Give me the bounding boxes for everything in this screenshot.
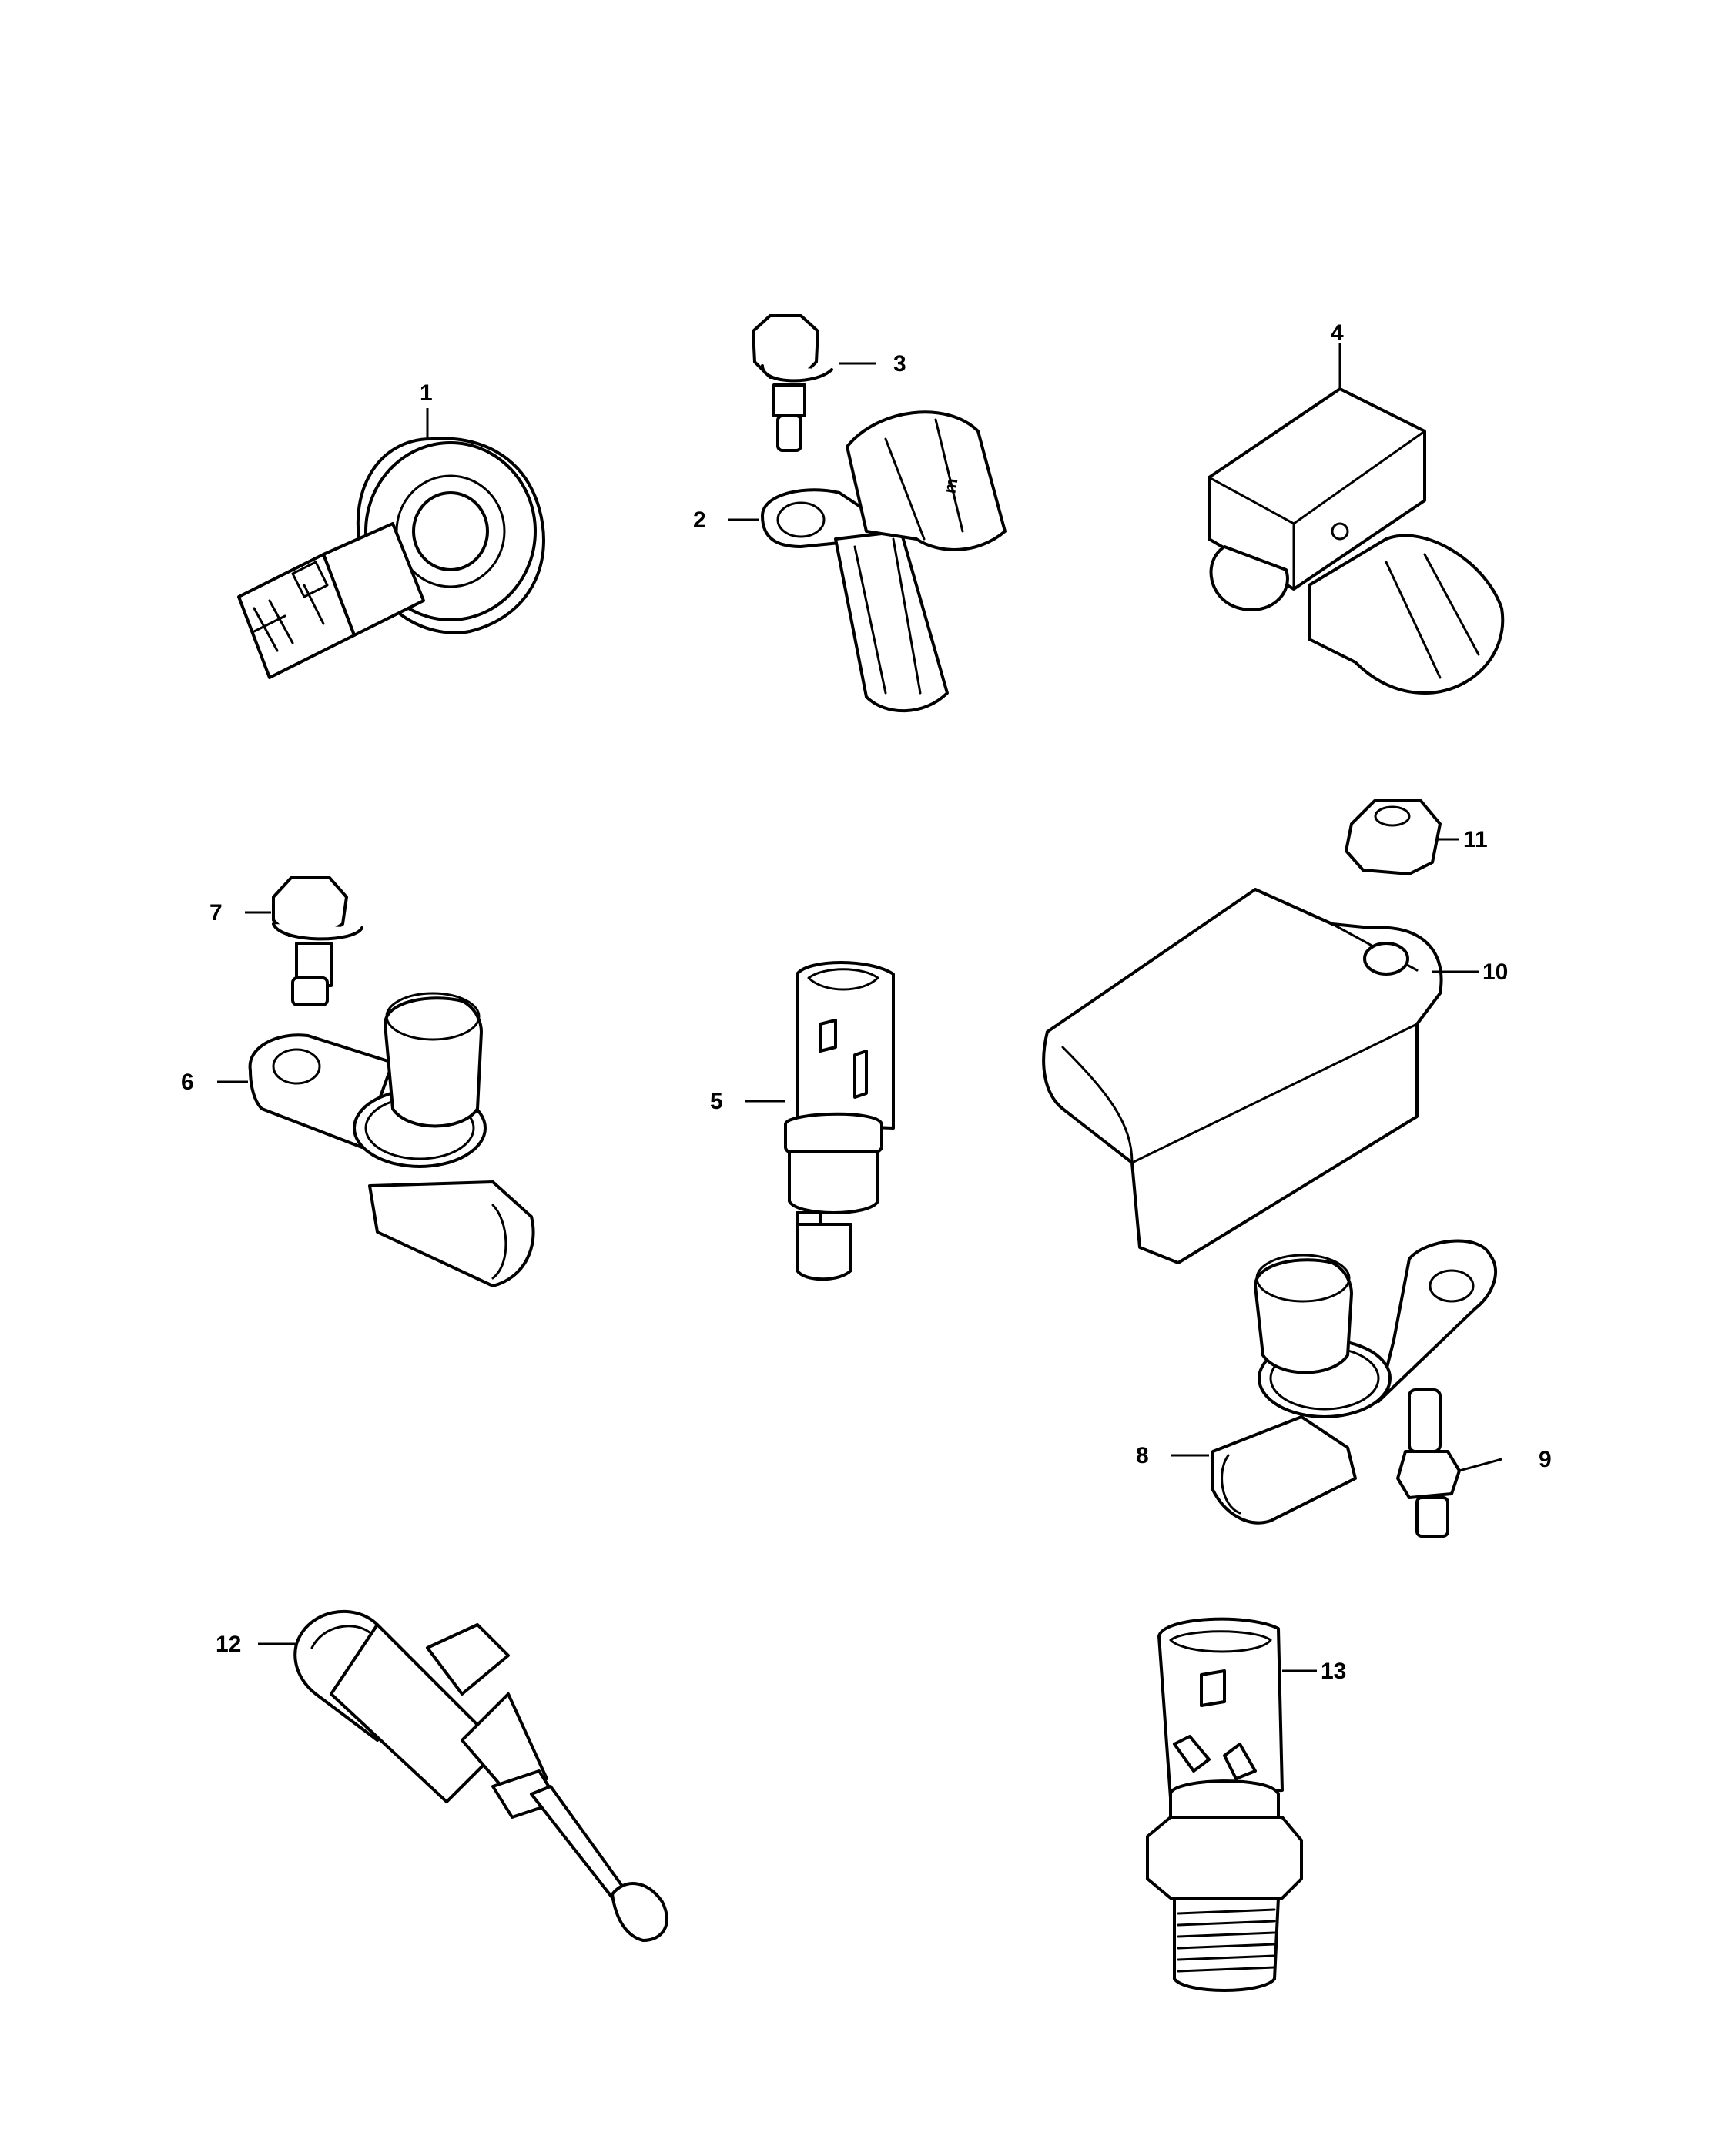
callout-9: 9 (1539, 1447, 1552, 1472)
callout-10: 10 (1482, 959, 1508, 985)
callout-1: 1 (420, 380, 433, 406)
callout-7: 7 (209, 900, 223, 926)
part-9-bolt (1396, 1388, 1461, 1538)
part-3-bolt (752, 314, 833, 452)
callout-4: 4 (1331, 320, 1344, 346)
part-7-bolt (272, 876, 363, 1006)
callout-3: 3 (893, 351, 906, 377)
callout-2: 2 (693, 507, 706, 533)
part-8-cam-sensor (1211, 1239, 1498, 1525)
part-13-pressure-switch (1146, 1617, 1303, 1992)
callout-13: 13 (1321, 1659, 1346, 1684)
part-10-control-module (1042, 888, 1443, 1264)
svg-text:m: m (940, 477, 961, 495)
callout-8: 8 (1136, 1443, 1149, 1468)
part-6-cam-sensor (248, 992, 535, 1287)
part-11-nut (1345, 799, 1442, 875)
part-5-temperature-sensor (784, 961, 895, 1281)
part-4-map-sensor (1208, 387, 1505, 695)
callout-11: 11 (1463, 827, 1488, 852)
part-12-air-temperature-sensor (293, 1609, 668, 1942)
leader-9 (1459, 1458, 1502, 1472)
callout-5: 5 (710, 1089, 723, 1114)
callout-6: 6 (181, 1070, 194, 1095)
callout-12: 12 (216, 1632, 241, 1657)
part-2-position-sensor: m (761, 410, 1007, 713)
part-1-knock-sensor (237, 437, 545, 679)
